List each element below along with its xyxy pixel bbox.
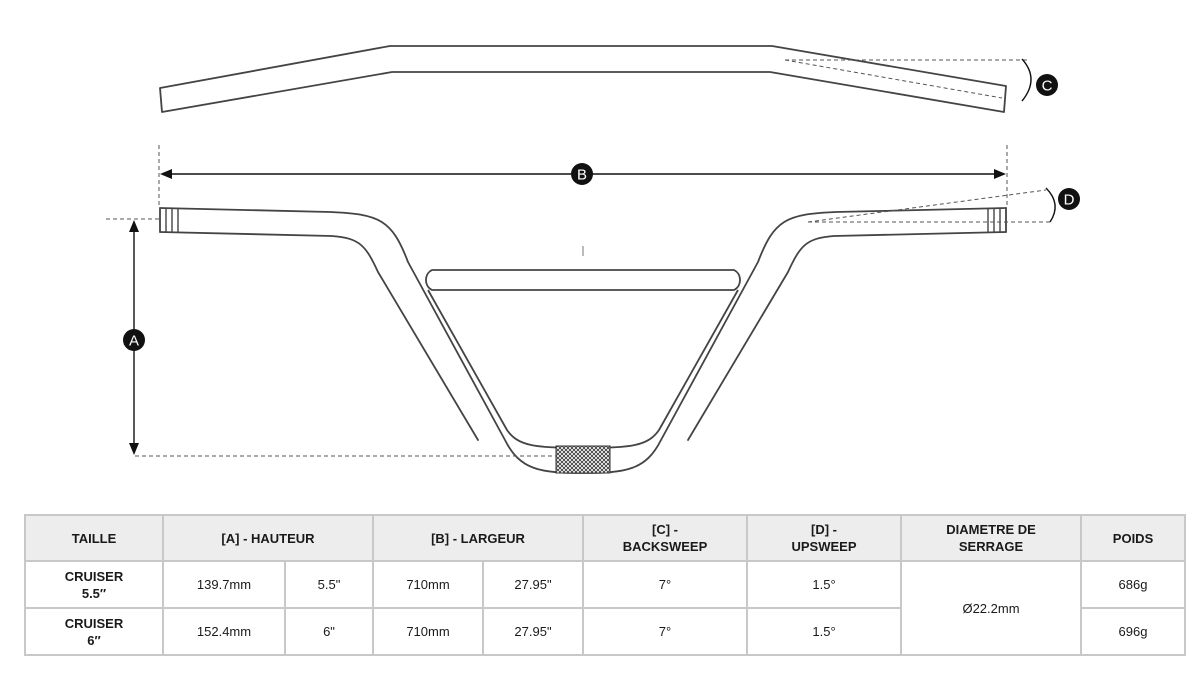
backsweep-cell: 7° bbox=[582, 560, 749, 609]
upsweep-cell: 1.5° bbox=[746, 560, 903, 609]
backsweep-dimension bbox=[784, 59, 1030, 99]
callout-b: B bbox=[571, 163, 593, 185]
callout-d: D bbox=[1058, 188, 1080, 210]
callout-b-label: B bbox=[577, 167, 587, 184]
height-mm-cell: 139.7mm bbox=[162, 560, 286, 609]
grip-end-rings bbox=[165, 208, 1001, 232]
header-height: [A] - HAUTEUR bbox=[162, 514, 374, 562]
specs-table: TAILLE [A] - HAUTEUR [B] - LARGEUR [C] -… bbox=[24, 514, 1187, 656]
width-in-cell: 27.95" bbox=[481, 607, 585, 656]
callout-d-label: D bbox=[1064, 192, 1075, 209]
riser-inner bbox=[427, 289, 739, 449]
width-mm-cell: 710mm bbox=[372, 607, 484, 656]
header-backsweep: [C] -BACKSWEEP bbox=[582, 514, 749, 562]
header-upsweep: [D] -UPSWEEP bbox=[746, 514, 903, 562]
upsweep-cell: 1.5° bbox=[746, 607, 903, 656]
height-dimension bbox=[106, 218, 556, 457]
backsweep-cell: 7° bbox=[582, 607, 749, 656]
table-header-row: TAILLE [A] - HAUTEUR [B] - LARGEUR [C] -… bbox=[24, 514, 1187, 562]
callout-a: A bbox=[123, 329, 145, 351]
header-size: TAILLE bbox=[24, 514, 164, 562]
callout-c-label: C bbox=[1042, 78, 1053, 95]
clamp-diameter-cell: Ø22.2mm bbox=[900, 560, 1083, 656]
header-width: [B] - LARGEUR bbox=[371, 514, 585, 562]
clamp-knurling bbox=[555, 445, 611, 474]
weight-cell: 696g bbox=[1080, 607, 1187, 656]
crossbar bbox=[425, 269, 741, 291]
upsweep-dimension bbox=[807, 189, 1052, 223]
backsweep-arc bbox=[1021, 58, 1032, 102]
callout-a-label: A bbox=[129, 333, 139, 350]
upsweep-arc bbox=[1045, 187, 1056, 223]
width-in-cell: 27.95" bbox=[481, 560, 585, 609]
handlebar-diagram: C B bbox=[106, 45, 1080, 474]
header-weight: POIDS bbox=[1080, 514, 1187, 562]
top-view-handlebar bbox=[159, 45, 1007, 113]
callout-c: C bbox=[1036, 74, 1058, 96]
height-in-cell: 6" bbox=[284, 607, 374, 656]
width-mm-cell: 710mm bbox=[372, 560, 484, 609]
height-mm-cell: 152.4mm bbox=[162, 607, 286, 656]
weight-cell: 686g bbox=[1080, 560, 1187, 609]
height-in-cell: 5.5" bbox=[284, 560, 374, 609]
